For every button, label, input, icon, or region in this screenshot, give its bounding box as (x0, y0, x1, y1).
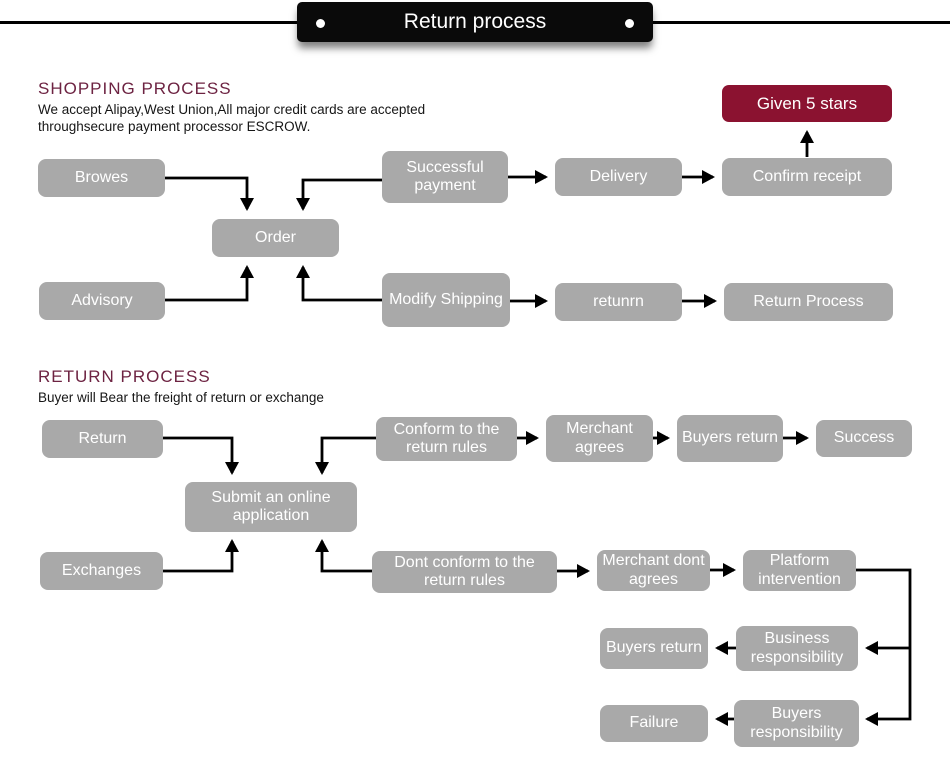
node-merchant-agrees: Merchant agrees (546, 415, 653, 462)
node-order: Order (212, 219, 339, 257)
node-confirm-receipt: Confirm receipt (722, 158, 892, 196)
node-exchanges: Exchanges (40, 552, 163, 590)
node-return: Return (42, 420, 163, 458)
node-successful-payment: Successful payment (382, 151, 508, 203)
node-buyers-return-bottom: Buyers return (600, 628, 708, 669)
shopping-subtitle-line1: We accept Alipay,West Union,All major cr… (38, 102, 426, 117)
node-conform-rules: Conform to the return rules (376, 417, 517, 461)
node-merchant-dont-agrees: Merchant dont agrees (597, 550, 710, 591)
return-process-heading: RETURN PROCESS (38, 367, 211, 386)
node-browes: Browes (38, 159, 165, 197)
node-return-process: Return Process (724, 283, 893, 321)
node-success: Success (816, 420, 912, 457)
node-buyers-return: Buyers return (677, 415, 783, 462)
shopping-process-heading: SHOPPING PROCESS (38, 79, 232, 98)
shopping-subtitle-line2: throughsecure payment processor ESCROW. (38, 119, 311, 134)
node-advisory: Advisory (39, 282, 165, 320)
node-delivery: Delivery (555, 158, 682, 196)
banner-dot-left-icon (316, 19, 325, 28)
node-given-5-stars: Given 5 stars (722, 85, 892, 122)
node-modify-shipping: Modify Shipping (382, 273, 510, 327)
node-retunrn: retunrn (555, 283, 682, 321)
node-failure: Failure (600, 705, 708, 742)
node-business-responsibility: Business responsibility (736, 626, 858, 671)
node-platform-intervention: Platform intervention (743, 550, 856, 591)
node-dont-conform: Dont conform to the return rules (372, 551, 557, 593)
banner-title: Return process (403, 10, 547, 33)
banner: Return process (297, 2, 653, 42)
node-buyers-responsibility: Buyers responsibility (734, 700, 859, 747)
return-process-subtitle: Buyer will Bear the freight of return or… (38, 390, 324, 405)
node-submit-application: Submit an online application (185, 482, 357, 532)
shopping-process-subtitle: We accept Alipay,West Union,All major cr… (38, 101, 425, 135)
banner-dot-right-icon (625, 19, 634, 28)
